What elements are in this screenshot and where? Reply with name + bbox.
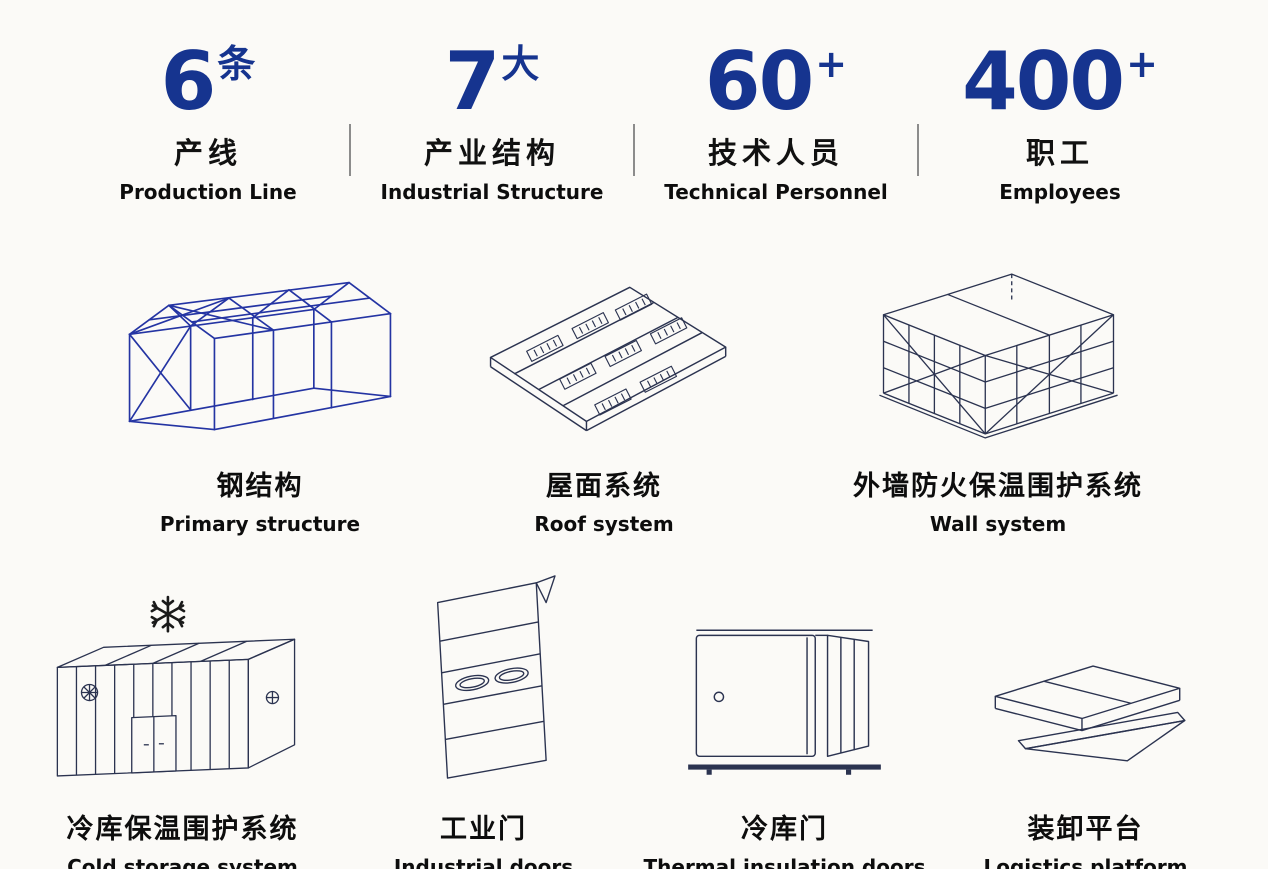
stat-suffix: 条 (217, 42, 256, 86)
roof-system-icon (454, 252, 754, 442)
stat-label-en: Production Line (119, 180, 297, 204)
stat-label-zh: 职工 (1025, 136, 1094, 170)
product-caption: 外墙防火保温围护系统 Wall system (778, 464, 1218, 536)
stat-number: 60+ (635, 42, 917, 122)
stats-section: 6条 产线 Production Line 7大 产业结构 Industrial… (0, 0, 1268, 205)
products-row-2: 冷库保温围护系统 Cold storage system (0, 570, 1268, 869)
stat-label-en: Industrial Structure (380, 180, 604, 204)
cold-storage-icon (40, 570, 325, 785)
stat-employees: 400+ 职工 Employees (919, 42, 1201, 205)
product-label-en: Primary structure (159, 512, 361, 536)
product-label-zh: 冷库保温围护系统 (66, 814, 299, 845)
stat-technical-personnel: 60+ 技术人员 Technical Personnel (635, 42, 917, 205)
stat-industrial-structure: 7大 产业结构 Industrial Structure (351, 42, 633, 205)
stat-divider (349, 124, 351, 176)
product-label-en: Cold storage system (67, 855, 298, 869)
stat-label-zh: 产业结构 (423, 136, 560, 170)
stat-suffix: + (1126, 42, 1158, 86)
loading-platform-icon (943, 570, 1228, 785)
industrial-door-icon (341, 570, 626, 785)
product-card-wall-system: 外墙防火保温围护系统 Wall system (778, 252, 1218, 536)
product-caption: 冷库门 Thermal insulation doors (642, 807, 927, 869)
product-label-zh: 冷库门 (741, 814, 828, 845)
stat-number: 400+ (919, 42, 1201, 122)
products-row-1: 钢结构 Primary structure (0, 252, 1268, 536)
product-label-en: Thermal insulation doors (643, 855, 926, 869)
stat-value: 60 (704, 35, 814, 128)
product-label-en: Industrial doors (393, 855, 574, 869)
product-label-en: Wall system (929, 512, 1067, 536)
stat-label-en: Technical Personnel (664, 180, 888, 204)
product-card-roof-system: 屋面系统 Roof system (454, 252, 754, 536)
product-label-zh: 钢结构 (216, 471, 304, 502)
product-caption: 屋面系统 Roof system (454, 464, 754, 536)
stat-label-zh: 产线 (173, 136, 242, 170)
product-card-insulation-door: 冷库门 Thermal insulation doors (642, 570, 927, 869)
wall-system-icon (778, 252, 1218, 442)
product-card-steel-structure: 钢结构 Primary structure (90, 252, 430, 536)
stat-suffix: 大 (501, 42, 540, 86)
product-label-zh: 装卸平台 (1027, 814, 1144, 845)
stat-value: 6 (160, 35, 217, 128)
stat-value: 7 (444, 35, 501, 128)
stat-divider (917, 124, 919, 176)
product-card-loading-platform: 装卸平台 Logistics platform (943, 570, 1228, 869)
stat-divider (633, 124, 635, 176)
stat-value: 400 (962, 35, 1125, 128)
product-caption: 装卸平台 Logistics platform (943, 807, 1228, 869)
product-label-zh: 屋面系统 (546, 471, 662, 502)
insulation-door-icon (642, 570, 927, 785)
stat-suffix: + (815, 42, 848, 86)
product-label-zh: 工业门 (440, 814, 527, 845)
stat-label-en: Employees (999, 180, 1121, 204)
stat-number: 6条 (67, 42, 349, 122)
product-label-en: Logistics platform (983, 855, 1188, 869)
steel-structure-icon (90, 252, 430, 442)
stat-number: 7大 (351, 42, 633, 122)
product-label-zh: 外墙防火保温围护系统 (853, 471, 1143, 502)
product-label-en: Roof system (534, 512, 674, 536)
product-caption: 工业门 Industrial doors (341, 807, 626, 869)
stat-label-zh: 技术人员 (707, 136, 844, 170)
product-card-industrial-door: 工业门 Industrial doors (341, 570, 626, 869)
product-caption: 钢结构 Primary structure (90, 464, 430, 536)
product-caption: 冷库保温围护系统 Cold storage system (40, 807, 325, 869)
stat-production-line: 6条 产线 Production Line (67, 42, 349, 205)
product-card-cold-storage: 冷库保温围护系统 Cold storage system (40, 570, 325, 869)
